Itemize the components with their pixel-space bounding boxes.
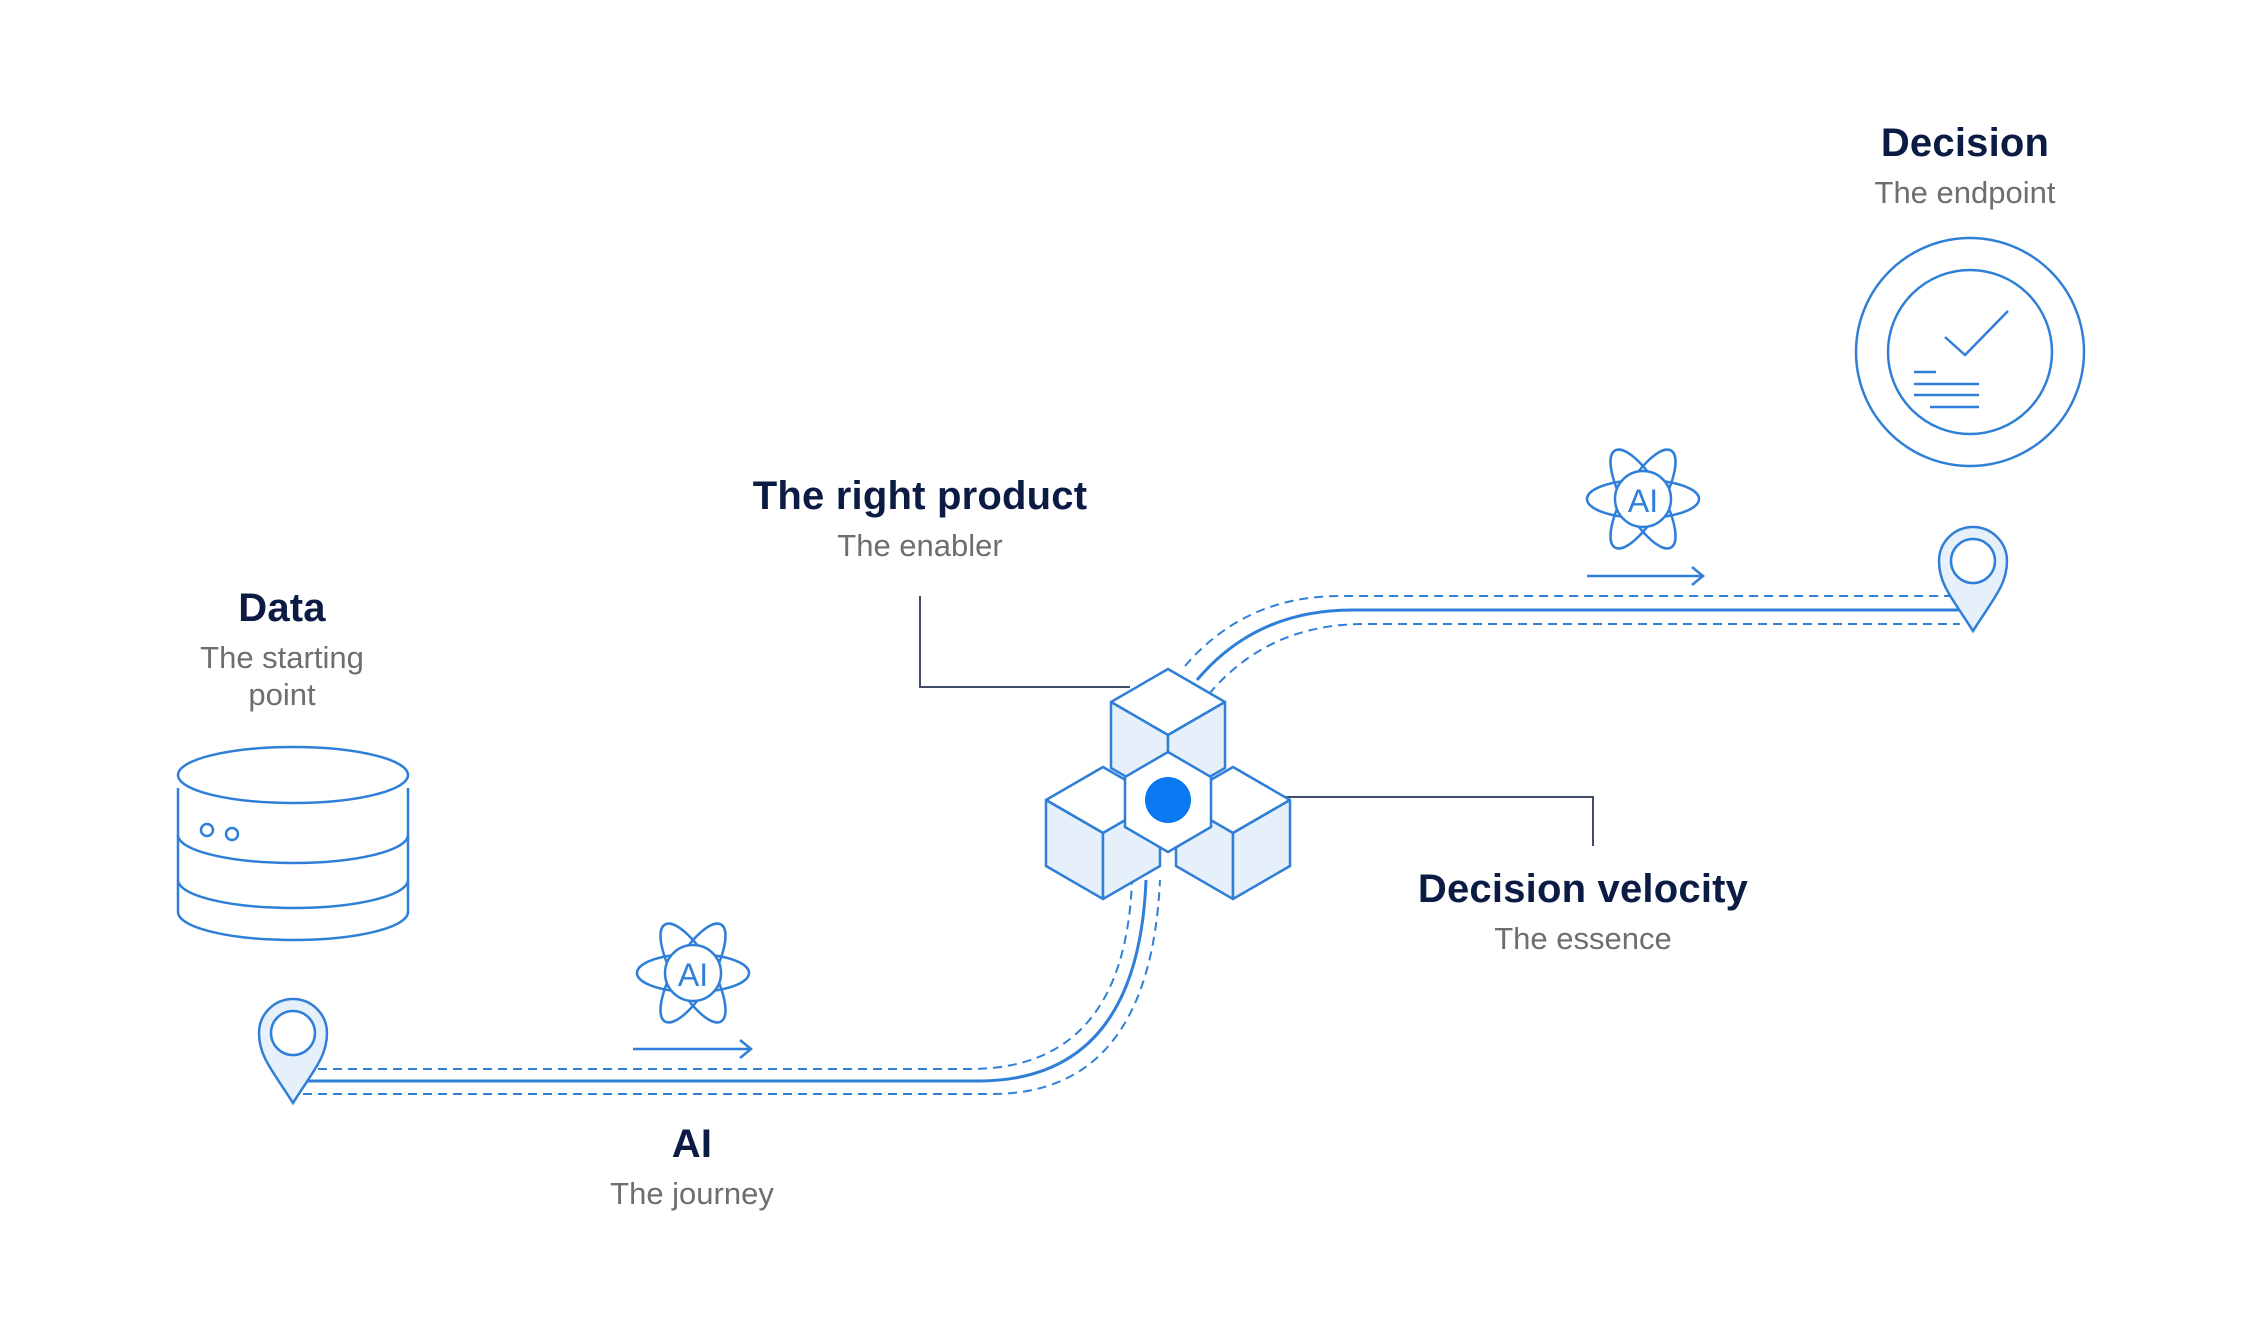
essence-dot — [1145, 777, 1191, 823]
data-label: Data The starting point — [200, 585, 364, 713]
ai-subtitle: The journey — [610, 1176, 774, 1212]
path-lower-dashed-top — [303, 879, 1133, 1070]
arrow-right-icon-upper — [1587, 566, 1705, 586]
data-subtitle-line1: The starting — [200, 640, 364, 676]
decision-check-icon — [1854, 236, 2086, 468]
svg-text:AI: AI — [678, 957, 708, 993]
svg-text:AI: AI — [1628, 483, 1658, 519]
ai-label: AI The journey — [610, 1121, 774, 1213]
atom-ai-icon-lower: AI — [635, 913, 751, 1033]
data-subtitle-line2: point — [248, 676, 316, 712]
decision-subtitle: The endpoint — [1874, 175, 2056, 211]
journey-path-upper — [1184, 595, 1960, 695]
product-title: The right product — [752, 474, 1088, 518]
path-upper-dashed-top — [1184, 595, 1960, 667]
velocity-leader-line — [1168, 796, 1594, 846]
journey-path-lower — [303, 879, 1161, 1095]
path-upper-solid — [1195, 608, 1960, 681]
atom-ai-icon-upper: AI — [1585, 439, 1701, 559]
location-pin-icon-end — [1937, 525, 2009, 633]
velocity-label: Decision velocity The essence — [1418, 866, 1748, 958]
product-leader-line — [919, 596, 1130, 688]
ai-title: AI — [671, 1122, 713, 1166]
database-icon — [176, 745, 410, 942]
velocity-subtitle: The essence — [1494, 921, 1672, 957]
decision-title: Decision — [1880, 121, 2050, 165]
velocity-title: Decision velocity — [1417, 867, 1749, 911]
data-subtitle: The starting point — [200, 640, 364, 713]
location-pin-icon-start — [257, 997, 329, 1105]
path-lower-solid — [303, 879, 1148, 1083]
data-title: Data — [238, 586, 326, 630]
path-upper-dashed-bottom — [1208, 623, 1960, 695]
leader-lines — [919, 596, 1594, 846]
cube-cluster-icon — [1044, 667, 1292, 901]
arrow-right-icon-lower — [633, 1039, 753, 1059]
product-subtitle: The enabler — [837, 528, 1003, 564]
decision-label: Decision The endpoint — [1875, 120, 2056, 212]
product-label: The right product The enabler — [753, 473, 1087, 565]
